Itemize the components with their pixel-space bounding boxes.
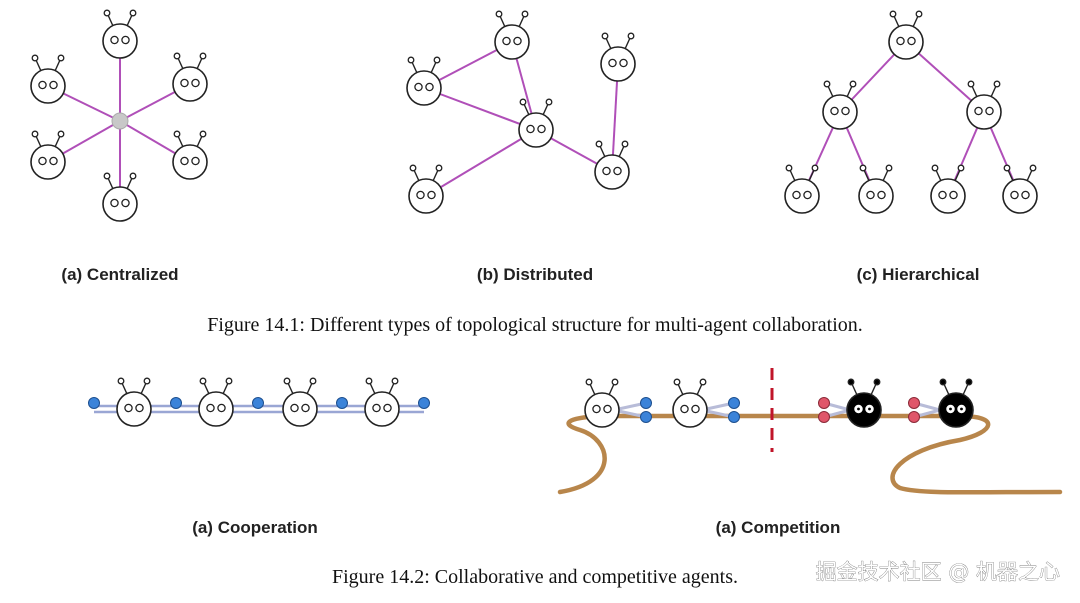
hierarchical-agent-icon [930, 164, 966, 214]
grip-node [908, 411, 920, 423]
watermark: 掘金技术社区 @ 机器之心 [816, 560, 1060, 584]
distributed-agent-icon [518, 98, 554, 148]
centralized-agent-icon [30, 54, 66, 104]
grip-node [728, 411, 740, 423]
distributed-edge [425, 129, 537, 197]
distributed-agent-icon [600, 32, 636, 82]
rope [557, 413, 1063, 495]
distributed-edge [423, 87, 537, 131]
grip-node [640, 397, 652, 409]
distributed-edge [611, 63, 619, 173]
cooperation-agent-icon [116, 377, 152, 427]
panel-label-cooperation: (a) Cooperation [192, 518, 318, 537]
centralized-agent-icon [102, 172, 138, 222]
hierarchical-agent-icon [1002, 164, 1038, 214]
hierarchical-agent-icon [784, 164, 820, 214]
grip-node [818, 411, 830, 423]
grip-node [640, 411, 652, 423]
centralized-agent-icon [30, 130, 66, 180]
distributed-agent-icon [594, 140, 630, 190]
grip-node [818, 397, 830, 409]
blue-node [88, 397, 100, 409]
blue-node [336, 397, 348, 409]
panel-label-centralized: (a) Centralized [61, 265, 178, 284]
cooperation-agent-icon [282, 377, 318, 427]
decor-layer [94, 368, 1063, 495]
blue-node [418, 397, 430, 409]
panel-label-competition: (a) Competition [716, 518, 841, 537]
cooperation-agent-icon [364, 377, 400, 427]
centralized-agent-icon [172, 130, 208, 180]
agents-layer [30, 9, 1038, 428]
competition-agent-icon [584, 378, 620, 428]
figure1-caption: Figure 14.1: Different types of topologi… [207, 314, 863, 336]
hierarchical-agent-icon [966, 80, 1002, 130]
hierarchical-agent-icon [858, 164, 894, 214]
figure2-caption: Figure 14.2: Collaborative and competiti… [332, 566, 738, 588]
distributed-agent-icon [408, 164, 444, 214]
dark-agent-icon [846, 378, 882, 428]
panel-label-distributed: (b) Distributed [477, 265, 593, 284]
hierarchical-agent-icon [822, 80, 858, 130]
dark-agent-icon [938, 378, 974, 428]
hub-node [111, 112, 129, 130]
distributed-agent-icon [406, 56, 442, 106]
centralized-agent-icon [102, 9, 138, 59]
panel-label-hierarchical: (c) Hierarchical [857, 265, 980, 284]
cooperation-agent-icon [198, 377, 234, 427]
centralized-agent-icon [172, 52, 208, 102]
grip-node [728, 397, 740, 409]
blue-node [170, 397, 182, 409]
blue-node [252, 397, 264, 409]
grip-node [908, 397, 920, 409]
competition-agent-icon [672, 378, 708, 428]
hierarchical-agent-icon [888, 10, 924, 60]
distributed-agent-icon [494, 10, 530, 60]
